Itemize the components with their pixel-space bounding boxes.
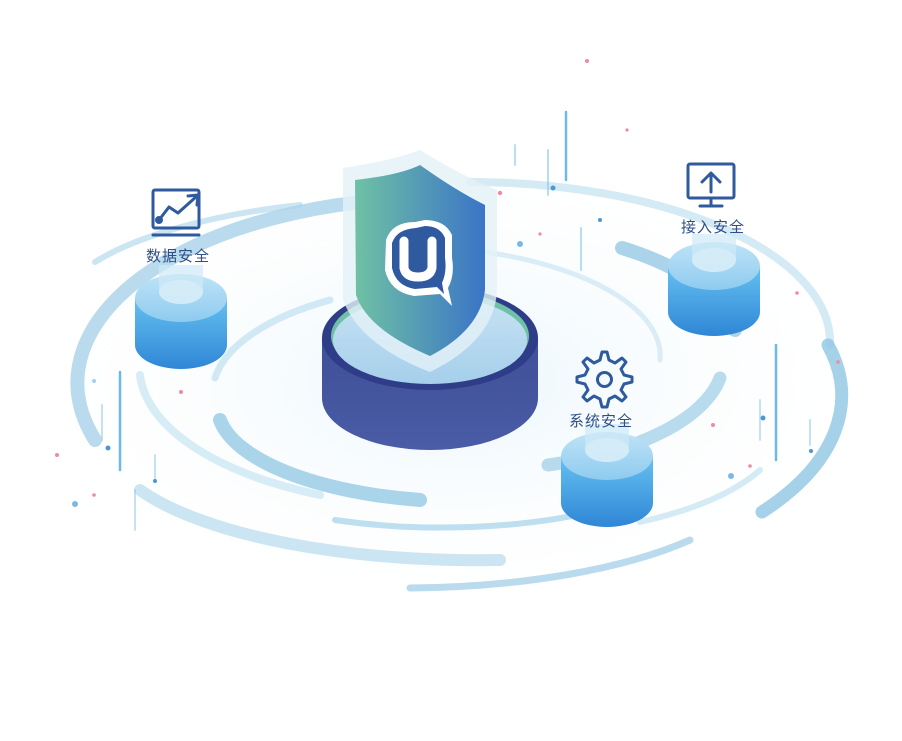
- cylinder-access: [668, 234, 760, 336]
- cylinder-system: [561, 424, 653, 527]
- particles: [55, 59, 840, 507]
- shield-logo-icon: [343, 150, 497, 372]
- node-label-system-security: 系统安全: [569, 412, 634, 430]
- monitor-upload-icon: [686, 162, 736, 208]
- cylinder-data: [135, 265, 227, 369]
- trend-chart-icon: [151, 188, 201, 237]
- node-label-data-security: 数据安全: [146, 247, 211, 265]
- node-label-access-security: 接入安全: [681, 218, 746, 236]
- gear-icon: [575, 350, 634, 409]
- light-streaks: [101, 110, 811, 531]
